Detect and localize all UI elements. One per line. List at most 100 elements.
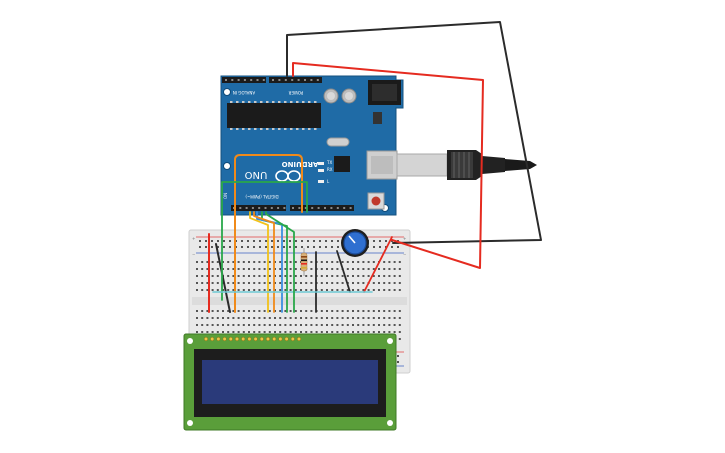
breadboard-hole <box>248 317 250 319</box>
breadboard-hole <box>253 289 256 291</box>
breadboard-hole <box>383 324 386 326</box>
breadboard-hole <box>237 268 240 270</box>
rail-hole <box>307 246 309 248</box>
rail-hole <box>271 246 273 248</box>
breadboard-hole <box>331 275 334 277</box>
lcd-pin <box>259 336 264 342</box>
breadboard-hole <box>284 310 287 312</box>
breadboard-hole <box>388 331 391 333</box>
breadboard-hole <box>320 324 323 326</box>
potentiometer[interactable] <box>341 229 369 257</box>
breadboard-hole <box>346 275 349 277</box>
breadboard-hole <box>336 268 339 270</box>
svg-text:−: − <box>403 252 406 257</box>
breadboard-hole <box>367 275 370 277</box>
breadboard-hole <box>232 282 235 284</box>
breadboard-hole <box>398 268 401 270</box>
breadboard-hole <box>367 261 370 263</box>
rail-hole <box>397 246 399 248</box>
wire-black-jumper[interactable] <box>215 243 231 313</box>
breadboard-hole <box>284 275 287 277</box>
breadboard-hole <box>258 324 261 326</box>
breadboard-hole <box>383 331 386 333</box>
breadboard-hole <box>388 275 391 277</box>
wire-orange-2[interactable] <box>253 211 275 313</box>
breadboard-hole <box>362 310 365 312</box>
breadboard-hole <box>232 261 235 263</box>
breadboard-hole <box>263 282 266 284</box>
chip-leg <box>248 101 251 103</box>
breadboard-hole <box>289 268 292 270</box>
voltage-regulator <box>373 112 382 124</box>
breadboard-hole <box>362 317 365 319</box>
breadboard-hole <box>206 275 209 277</box>
wire-black-pot[interactable] <box>336 250 351 293</box>
breadboard-hole <box>253 331 256 333</box>
breadboard-hole <box>284 317 287 319</box>
breadboard-hole <box>268 317 271 319</box>
breadboard-hole <box>253 310 256 312</box>
rail-hole <box>325 246 327 248</box>
arduino-uno-board: ANALOG IN POWER ARDUINO UNO TX RX <box>220 75 404 216</box>
breadboard-hole <box>367 268 370 270</box>
breadboard-hole <box>201 324 204 326</box>
breadboard-hole <box>320 268 323 270</box>
breadboard-hole <box>279 289 282 291</box>
wire-black-gnd-loop[interactable] <box>286 21 542 244</box>
wire-red-pot[interactable] <box>363 236 393 293</box>
lcd-pin <box>216 336 221 342</box>
wire-green-1[interactable] <box>221 181 308 301</box>
breadboard-hole <box>362 331 365 333</box>
breadboard-hole <box>227 331 230 333</box>
breadboard-hole <box>383 310 386 312</box>
svg-text:RX: RX <box>327 167 333 172</box>
breadboard-hole <box>263 317 266 319</box>
breadboard-hole <box>331 310 334 312</box>
chip-leg <box>308 128 311 130</box>
breadboard-hole <box>357 268 360 270</box>
breadboard-hole <box>305 310 308 312</box>
breadboard-hole <box>216 261 219 263</box>
wire-red-5v-loop[interactable] <box>292 62 484 269</box>
breadboard-hole <box>263 289 266 291</box>
breadboard-hole <box>305 324 308 326</box>
lcd-pin <box>278 336 283 342</box>
rail-hole <box>277 246 279 248</box>
breadboard-hole <box>196 317 198 319</box>
breadboard-hole <box>222 324 224 326</box>
breadboard-hole <box>258 317 261 319</box>
breadboard-hole <box>341 317 344 319</box>
header-pin <box>291 79 294 81</box>
breadboard-hole <box>248 268 250 270</box>
breadboard-hole <box>294 310 297 312</box>
breadboard-hole <box>237 324 240 326</box>
breadboard-hole <box>227 317 230 319</box>
rail-hole <box>397 361 399 363</box>
header-pin <box>258 207 261 209</box>
breadboard-hole <box>393 275 396 277</box>
header-pin <box>304 79 306 81</box>
breadboard-hole <box>305 275 308 277</box>
breadboard-hole <box>357 282 360 284</box>
breadboard-hole <box>237 282 240 284</box>
chip-leg <box>272 101 275 103</box>
breadboard-hole <box>398 317 401 319</box>
breadboard-hole <box>242 324 245 326</box>
rail-hole <box>265 240 267 242</box>
breadboard-hole <box>310 261 313 263</box>
breadboard-hole <box>398 338 401 340</box>
wire-yellow-1[interactable] <box>249 211 269 313</box>
wire-orange[interactable] <box>234 154 303 313</box>
breadboard-hole <box>331 282 334 284</box>
rail-hole <box>301 240 303 242</box>
rail-hole <box>373 240 375 242</box>
breadboard-hole <box>248 324 250 326</box>
lcd-pin <box>247 336 252 342</box>
breadboard-hole <box>289 310 292 312</box>
chip-leg <box>278 101 281 103</box>
analog-label: ANALOG IN <box>233 90 255 95</box>
breadboard-hole <box>279 282 282 284</box>
rail-hole <box>253 246 255 248</box>
wire-green-3[interactable] <box>265 211 295 313</box>
breadboard-hole <box>367 289 370 291</box>
